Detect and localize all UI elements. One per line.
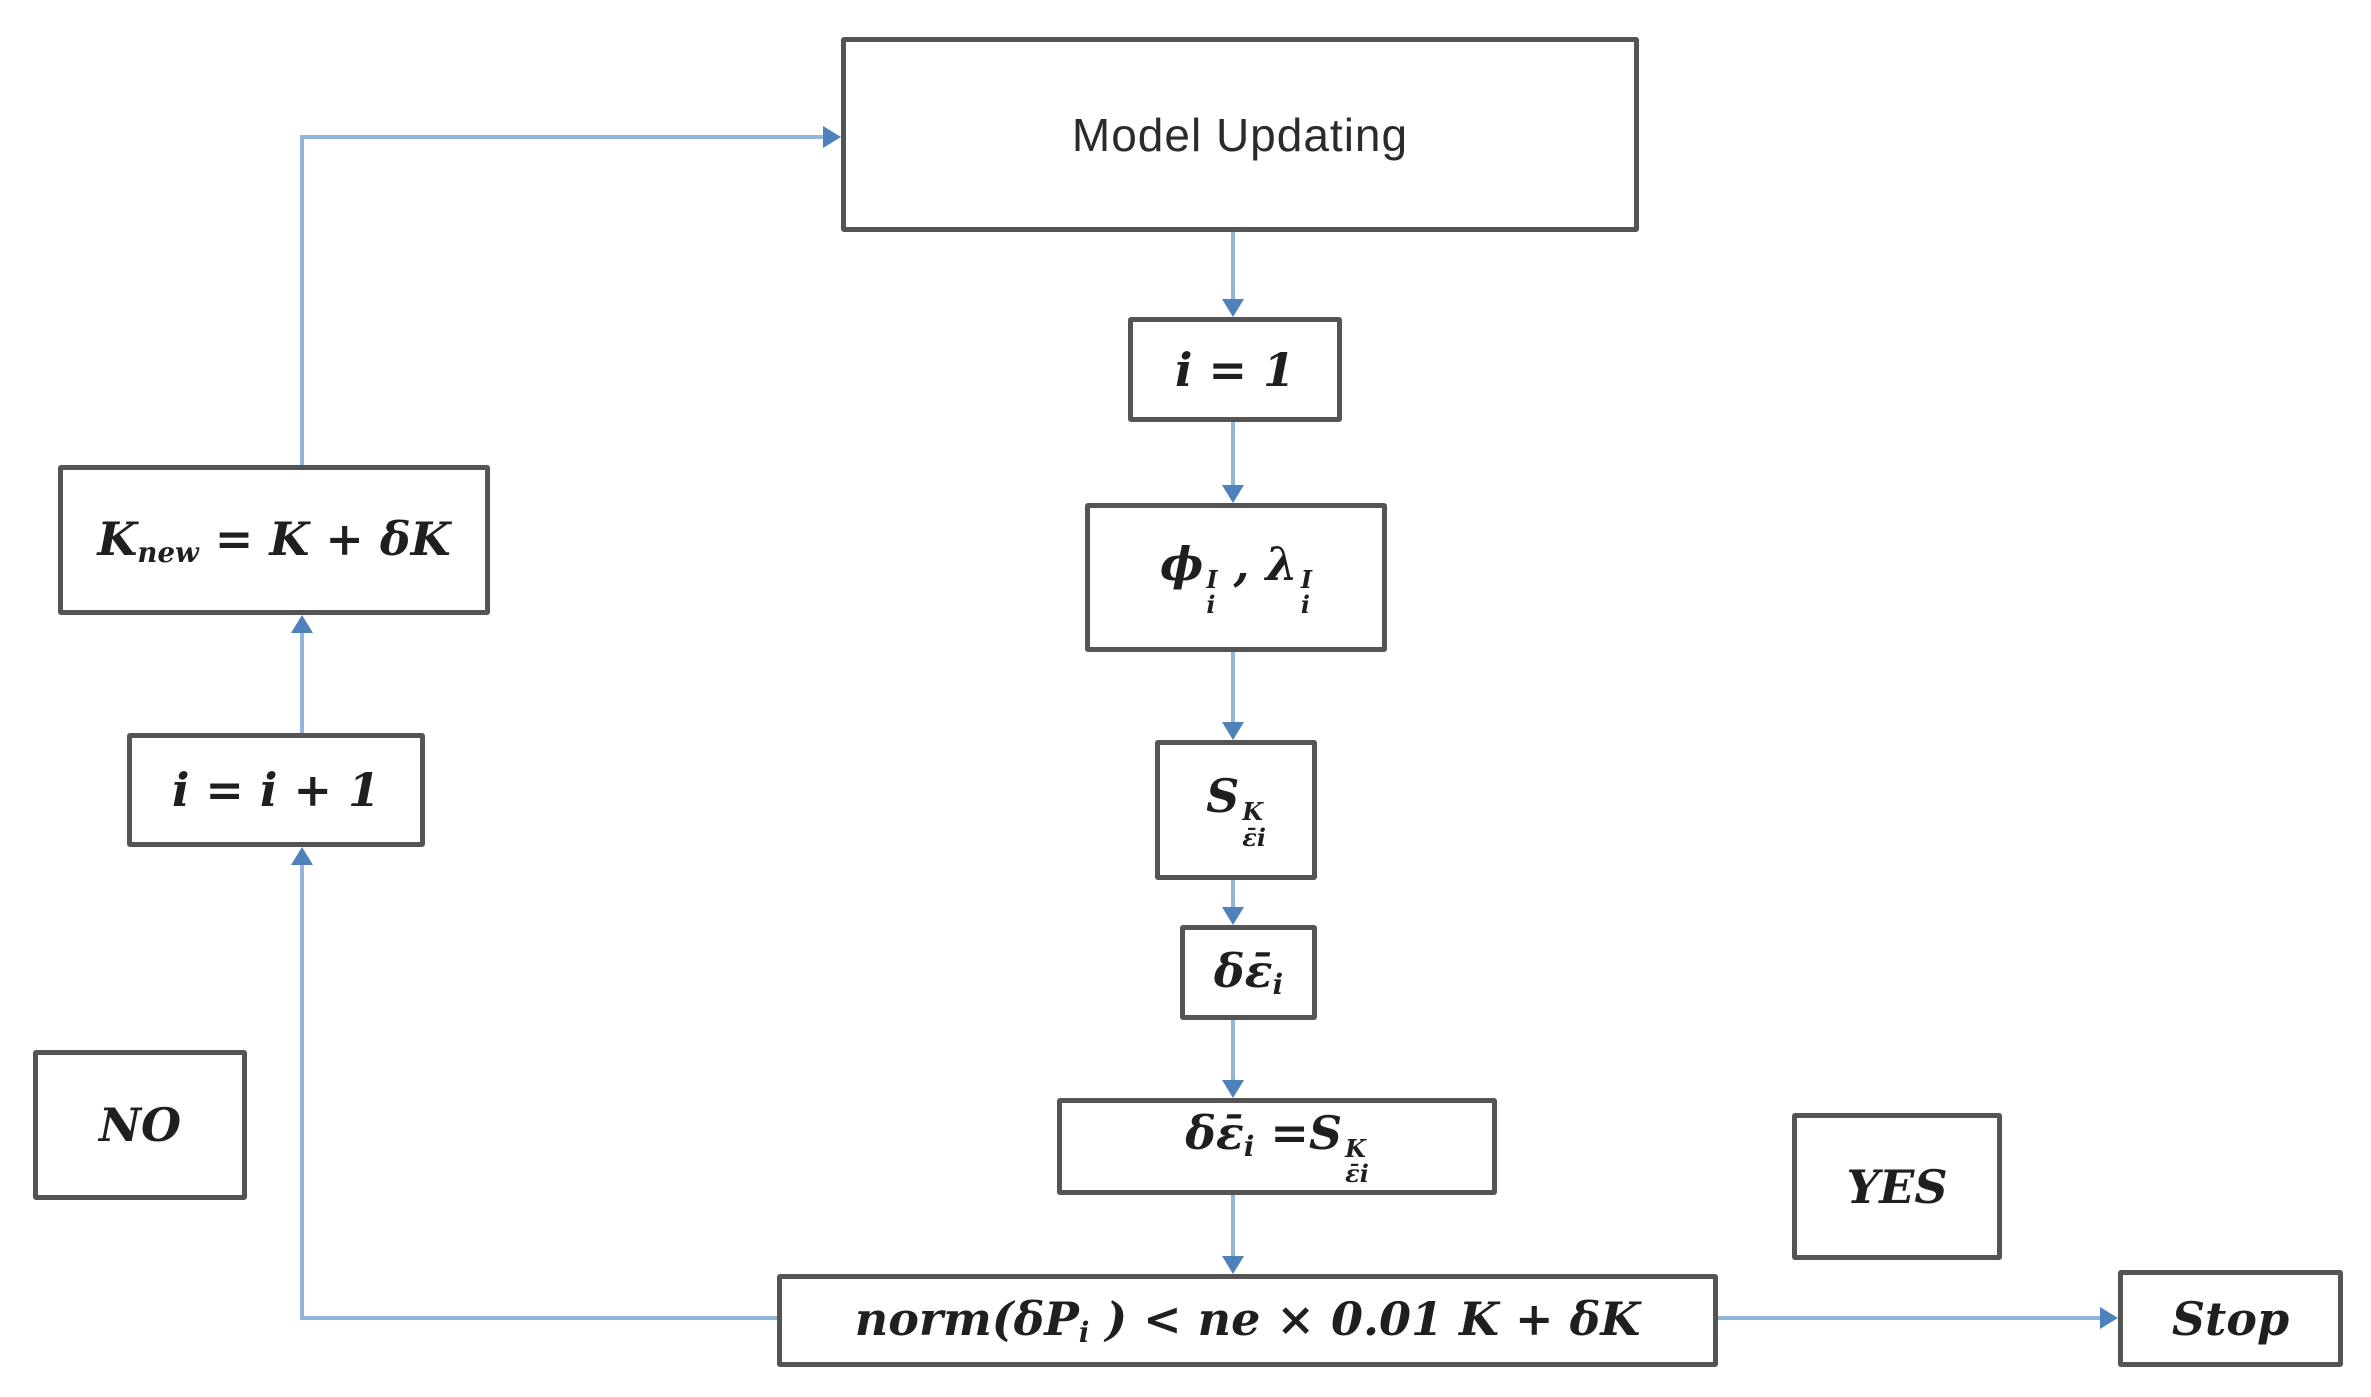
arrowhead-right-icon: [823, 126, 841, 148]
arrowhead-up-icon: [291, 847, 313, 865]
connector-init-to-modes: [1231, 422, 1235, 486]
connector-eq-to-convergence: [1231, 1195, 1235, 1257]
arrowhead-down-icon: [1222, 485, 1244, 503]
connector-convergence-to-stop: [1718, 1316, 2101, 1320]
node-increment: i = i + 1: [127, 733, 425, 847]
node-delta-eps: δε̄i: [1180, 925, 1317, 1020]
connector-kupdate-to-top: [300, 135, 304, 465]
node-stop-label: Stop: [2171, 1291, 2290, 1346]
node-convergence-label: norm(δPi ) < ne × 0.01 K + δK: [854, 1292, 1641, 1349]
node-init-i-label: i = 1: [1174, 342, 1296, 397]
node-increment-label: i = i + 1: [171, 763, 381, 817]
arrowhead-down-icon: [1222, 907, 1244, 925]
node-yes-label: YES: [1792, 1113, 2002, 1260]
node-k-update-label: Knew = K + δK: [97, 511, 451, 569]
no-label: NO: [98, 1098, 182, 1152]
node-k-update: Knew = K + δK: [58, 465, 490, 615]
arrowhead-down-icon: [1222, 1080, 1244, 1098]
connector-sensitivity-to-deltaeps: [1231, 880, 1235, 908]
arrowhead-up-icon: [291, 615, 313, 633]
arrowhead-down-icon: [1222, 1256, 1244, 1274]
node-model-updating-label: Model Updating: [1071, 108, 1409, 161]
arrowhead-down-icon: [1222, 722, 1244, 740]
connector-top-to-model: [300, 135, 824, 139]
connector-modes-to-sensitivity: [1231, 652, 1235, 723]
connector-model-to-init: [1231, 232, 1235, 300]
yes-label: YES: [1846, 1159, 1948, 1214]
node-model-updating: Model Updating: [841, 37, 1639, 232]
node-convergence: norm(δPi ) < ne × 0.01 K + δK: [777, 1274, 1718, 1367]
node-no-label: NO: [33, 1050, 247, 1200]
node-init-i: i = 1: [1128, 317, 1342, 422]
connector-deltaeps-to-eq: [1231, 1020, 1235, 1081]
arrowhead-down-icon: [1222, 299, 1244, 317]
connector-convergence-to-loop: [300, 1316, 777, 1320]
connector-increment-to-kupdate: [300, 633, 304, 733]
node-delta-eps-label: δε̄i: [1213, 944, 1284, 1001]
node-stop: Stop: [2118, 1270, 2343, 1367]
connector-loop-to-increment: [300, 865, 304, 1320]
arrowhead-right-icon: [2100, 1307, 2118, 1329]
